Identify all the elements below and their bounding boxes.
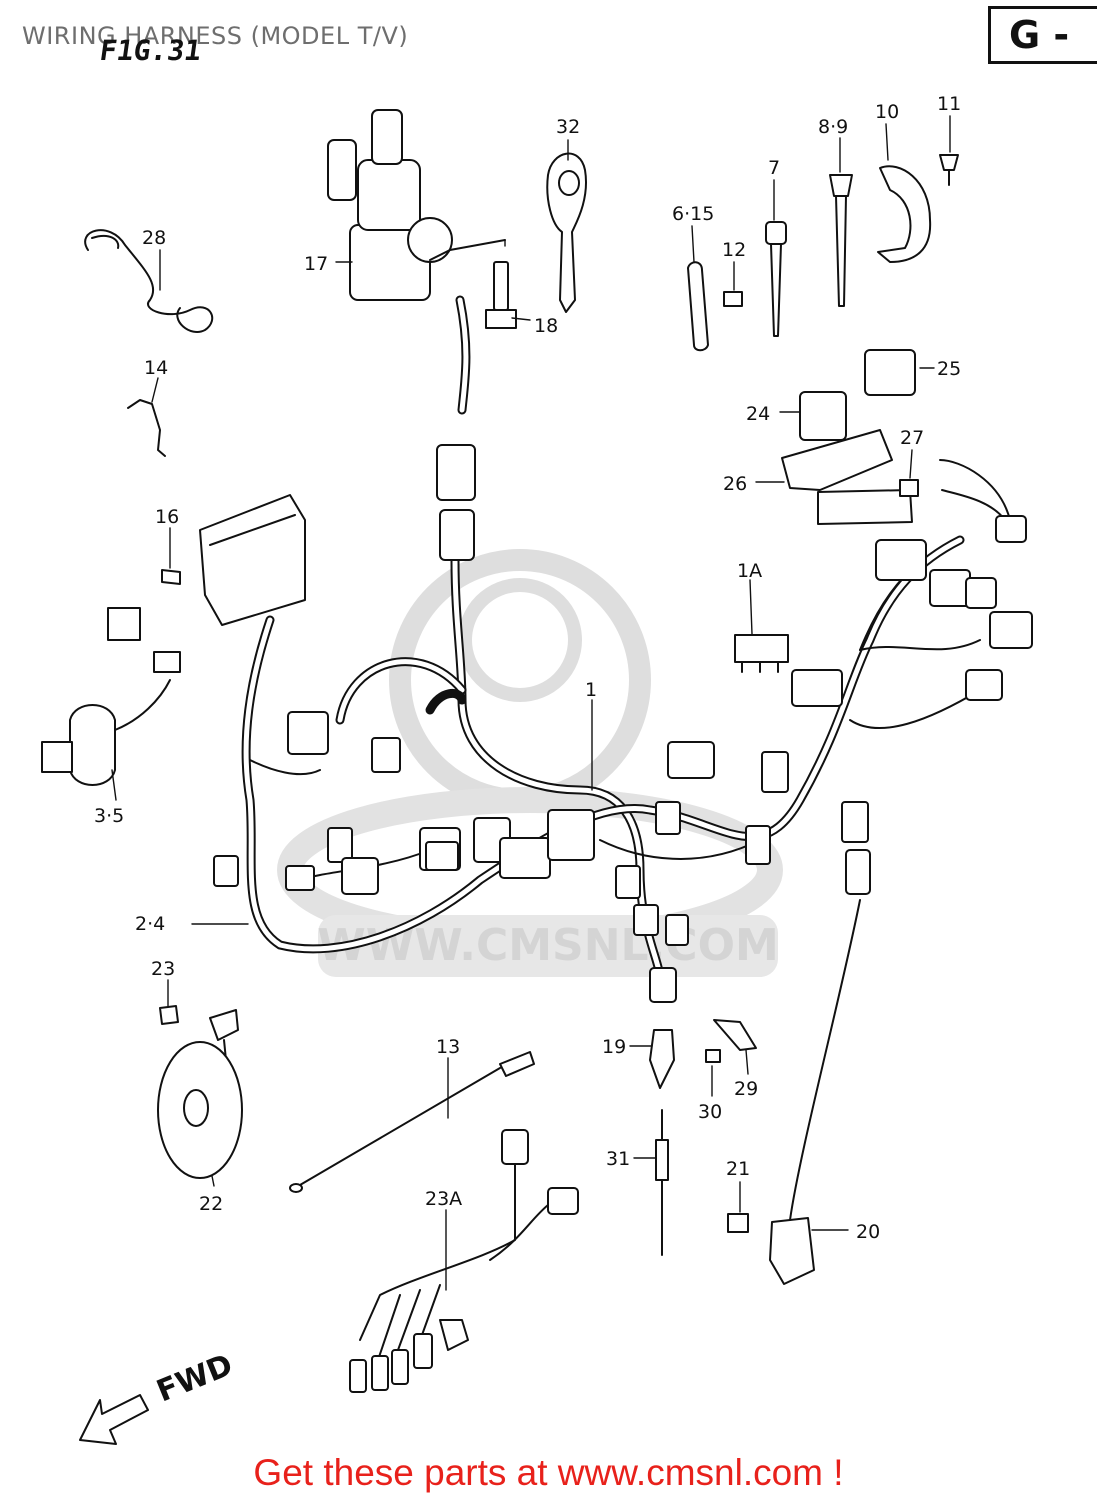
part-label-28: 28 — [142, 227, 166, 249]
lower-right-parts — [649, 849, 871, 1285]
part-label-30: 30 — [698, 1101, 722, 1123]
part-label-7: 7 — [768, 157, 780, 179]
spring-clip-part-28 — [84, 229, 214, 333]
part-labels: 17 18 32 6·15 12 7 8·9 10 11 25 24 27 26… — [94, 93, 961, 1243]
part-label-8-9: 8·9 — [818, 116, 848, 138]
part-label-2-4: 2·4 — [135, 913, 165, 935]
horn-part-22 — [157, 1005, 243, 1179]
part-label-13: 13 — [436, 1036, 460, 1058]
watermark-text: WWW.CMSNL.COM — [317, 920, 779, 971]
part-label-3-5: 3·5 — [94, 805, 124, 827]
part-label-11: 11 — [937, 93, 961, 115]
part-label-16: 16 — [155, 506, 179, 528]
key-part-32 — [546, 152, 587, 313]
switch-part-3-5 — [41, 607, 181, 786]
part-label-27: 27 — [900, 427, 924, 449]
part-label-1a: 1A — [737, 560, 762, 582]
harness-connectors — [213, 444, 1033, 1003]
watermark-logo: WWW.CMSNL.COM — [277, 549, 783, 977]
part-label-23: 23 — [151, 958, 175, 980]
part-label-10: 10 — [875, 101, 899, 123]
footer-link[interactable]: Get these parts at www.cmsnl.com ! — [253, 1452, 844, 1493]
part-label-23a: 23A — [425, 1188, 462, 1210]
forward-arrow: FWD — [79, 1348, 238, 1445]
part-label-14: 14 — [144, 357, 168, 379]
fwd-label: FWD — [152, 1348, 238, 1410]
part-label-31: 31 — [606, 1148, 630, 1170]
part-label-22: 22 — [199, 1193, 223, 1215]
leader-lines — [111, 115, 951, 1291]
part-label-24: 24 — [746, 403, 770, 425]
section-marker: G - — [988, 6, 1097, 64]
part-label-17: 17 — [304, 253, 328, 275]
page-title: WIRING HARNESS (MODEL T/V) — [22, 22, 409, 50]
fuse-box-part-16 — [161, 494, 306, 626]
part-label-29: 29 — [734, 1078, 758, 1100]
part-label-20: 20 — [856, 1221, 880, 1243]
sub-harness-part-23a — [349, 1129, 579, 1393]
part-label-19: 19 — [602, 1036, 626, 1058]
part-label-32: 32 — [556, 116, 580, 138]
relay-bracket-parts — [781, 349, 1027, 543]
part-label-26: 26 — [723, 473, 747, 495]
part-label-18: 18 — [534, 315, 558, 337]
part-label-25: 25 — [937, 358, 961, 380]
wire-part-13 — [289, 1051, 535, 1193]
clip-part-14 — [127, 399, 166, 457]
bolt-part-18 — [485, 261, 517, 329]
part-label-6-15: 6·15 — [672, 203, 714, 225]
part-label-21: 21 — [726, 1158, 750, 1180]
ignition-switch-part — [327, 109, 506, 301]
module-part-1a — [734, 634, 789, 673]
figure-label: F1G.31 — [97, 34, 204, 67]
part-label-12: 12 — [722, 239, 746, 261]
small-parts-top-right — [687, 154, 959, 352]
part-label-1: 1 — [585, 679, 597, 701]
